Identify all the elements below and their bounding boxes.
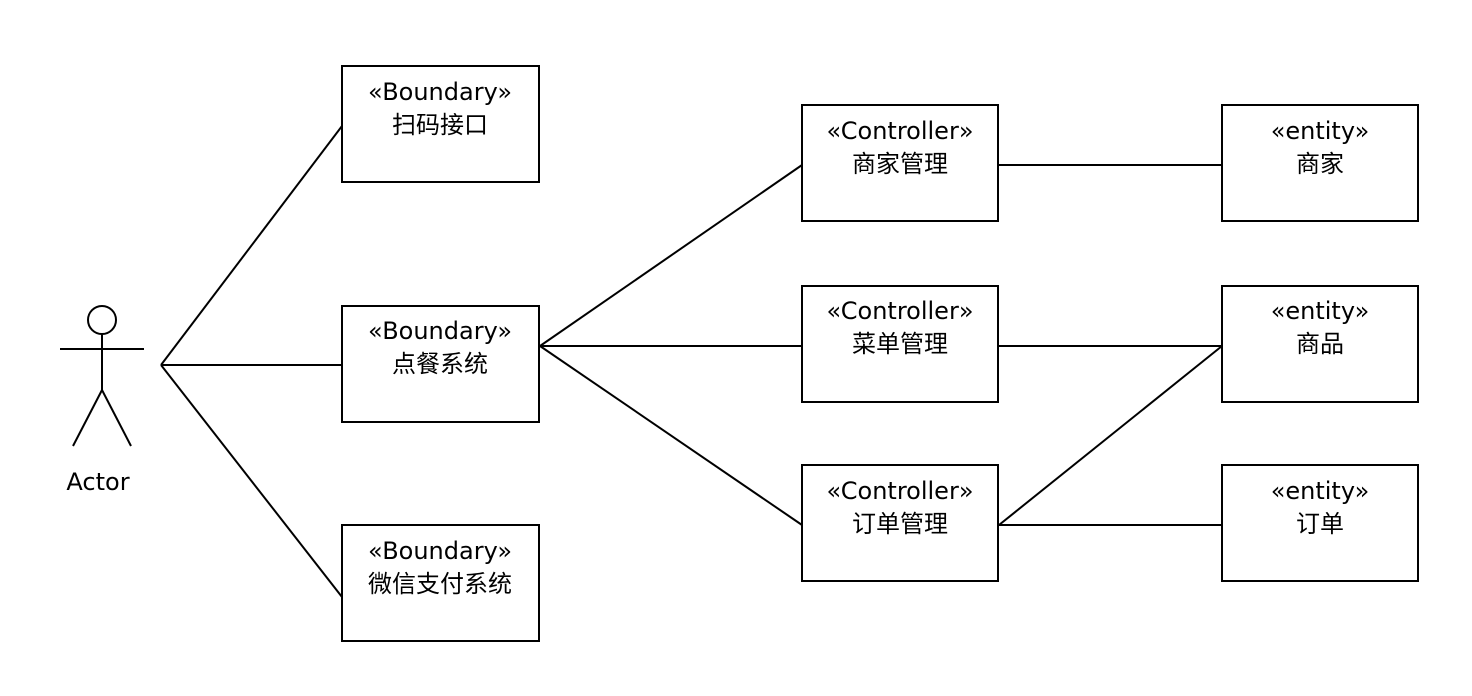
boundary-wechat-pay[interactable]: «Boundary» 微信支付系统 bbox=[341, 524, 540, 642]
boundary-scan-interface[interactable]: «Boundary» 扫码接口 bbox=[341, 65, 540, 183]
controller-menu-management[interactable]: «Controller» 菜单管理 bbox=[801, 285, 999, 403]
controller-stereotype: «Controller» bbox=[827, 117, 974, 145]
entity-merchant[interactable]: «entity» 商家 bbox=[1221, 104, 1419, 222]
entity-box bbox=[1221, 464, 1419, 582]
entity-name: 商家 bbox=[1296, 150, 1344, 178]
entity-order[interactable]: «entity» 订单 bbox=[1221, 464, 1419, 582]
connectors bbox=[160, 125, 1223, 598]
actor-label: Actor bbox=[66, 468, 129, 496]
actor[interactable]: Actor bbox=[60, 305, 144, 496]
controller-name: 订单管理 bbox=[852, 510, 948, 538]
edge-order-system-order-mgmt bbox=[539, 345, 803, 526]
entity-name: 订单 bbox=[1296, 510, 1344, 538]
controller-stereotype: «Controller» bbox=[827, 297, 974, 325]
controller-order-management[interactable]: «Controller» 订单管理 bbox=[801, 464, 999, 582]
boundary-name: 扫码接口 bbox=[392, 111, 488, 139]
actor-left-leg bbox=[72, 389, 103, 447]
entity-box bbox=[1221, 285, 1419, 403]
controller-merchant-management[interactable]: «Controller» 商家管理 bbox=[801, 104, 999, 222]
boundary-box bbox=[341, 305, 540, 423]
edge-actor-scan bbox=[160, 125, 343, 366]
boundary-name: 点餐系统 bbox=[392, 350, 488, 378]
entity-name: 商品 bbox=[1296, 330, 1344, 358]
boundary-box bbox=[341, 524, 540, 642]
boundary-stereotype: «Boundary» bbox=[368, 78, 512, 106]
actor-head-icon bbox=[87, 305, 117, 335]
entity-stereotype: «entity» bbox=[1271, 117, 1370, 145]
boundary-name: 微信支付系统 bbox=[368, 570, 512, 598]
boundary-stereotype: «Boundary» bbox=[368, 537, 512, 565]
controller-stereotype: «Controller» bbox=[827, 477, 974, 505]
controller-box bbox=[801, 285, 999, 403]
boundary-order-system[interactable]: «Boundary» 点餐系统 bbox=[341, 305, 540, 423]
entity-box bbox=[1221, 104, 1419, 222]
boundary-stereotype: «Boundary» bbox=[368, 317, 512, 345]
edge-order-system-merchant-mgmt bbox=[539, 164, 803, 347]
entity-product[interactable]: «entity» 商品 bbox=[1221, 285, 1419, 403]
boundary-box bbox=[341, 65, 540, 183]
controller-box bbox=[801, 464, 999, 582]
edge-actor-wechat-pay bbox=[160, 364, 343, 598]
entity-stereotype: «entity» bbox=[1271, 477, 1370, 505]
controller-box bbox=[801, 104, 999, 222]
edge-order-mgmt-product bbox=[998, 345, 1223, 526]
actor-right-leg bbox=[101, 389, 132, 447]
controller-name: 菜单管理 bbox=[852, 330, 948, 358]
entity-stereotype: «entity» bbox=[1271, 297, 1370, 325]
controller-name: 商家管理 bbox=[852, 150, 948, 178]
